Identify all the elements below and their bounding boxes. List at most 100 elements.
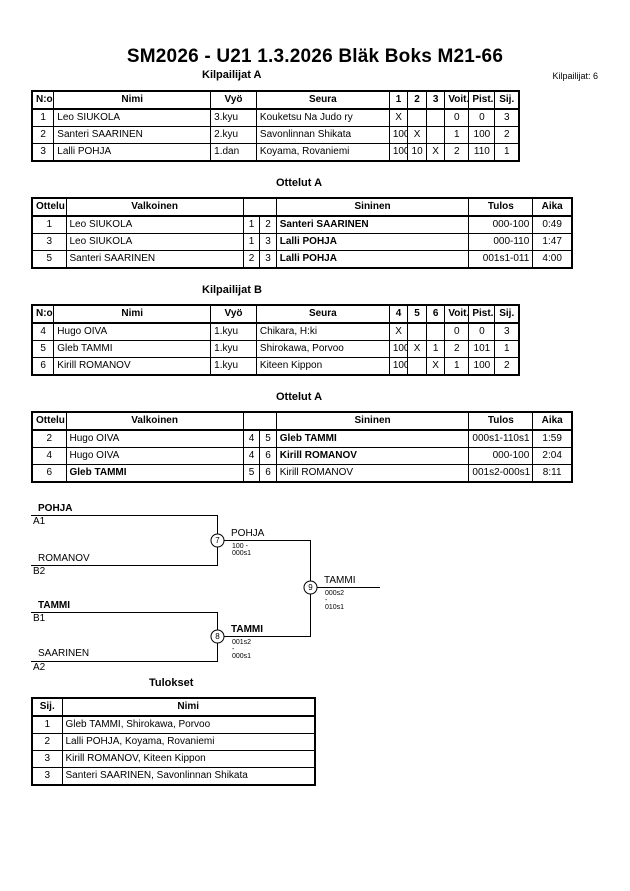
- final-score: 000s2 - 010s1: [325, 590, 345, 611]
- semi1-bottom-code: B2: [33, 566, 46, 577]
- match-time: 1:47: [532, 233, 573, 251]
- col-time: Aika: [532, 411, 573, 431]
- col-club: Seura: [255, 90, 390, 110]
- result-place: 3: [31, 767, 63, 786]
- white-competitor: Leo SIUKOLA: [65, 215, 244, 234]
- competitor-name: Santeri SAARINEN: [53, 126, 212, 144]
- semi1-top-name: POHJA: [38, 503, 73, 514]
- blue-number: 6: [259, 447, 277, 465]
- competitor-name: Leo SIUKOLA: [53, 108, 212, 127]
- col-points: Pist.: [468, 90, 496, 110]
- match-number: 4: [31, 447, 67, 465]
- pool-b-heading: Kilpailijat B: [202, 284, 262, 296]
- col-place: Sij.: [494, 304, 520, 324]
- competitor-belt: 1.dan: [210, 143, 257, 162]
- match-result: 001s1-011: [468, 250, 534, 269]
- round-1-score: 100: [388, 126, 409, 144]
- competitor-wins: 1: [444, 357, 470, 376]
- match-result: 001s2-000s1: [468, 464, 534, 483]
- white-competitor: Santeri SAARINEN: [65, 250, 244, 269]
- pool-a-heading: Kilpailijat A: [202, 69, 262, 81]
- col-name: Nimi: [53, 90, 212, 110]
- white-number: 2: [242, 250, 261, 269]
- col-match: Ottelu: [31, 411, 67, 431]
- competitor-name: Kirill ROMANOV: [53, 357, 212, 376]
- match-number: 6: [31, 464, 67, 483]
- round-2-score: X: [407, 340, 427, 358]
- blue-competitor: Gleb TAMMI: [275, 429, 470, 448]
- semi1-winner: POHJA: [231, 528, 265, 539]
- competitor-belt: 1.kyu: [210, 340, 257, 358]
- matches-b-heading: Ottelut A: [276, 391, 323, 403]
- competitor-number: 4: [31, 322, 55, 341]
- competitor-belt: 1.kyu: [210, 322, 257, 341]
- col-blue: Sininen: [275, 197, 470, 217]
- competitor-number: 6: [31, 357, 55, 376]
- match-time: 8:11: [532, 464, 573, 483]
- result-name: Santeri SAARINEN, Savonlinnan Shikata: [61, 767, 316, 786]
- competitor-place: 3: [494, 108, 520, 127]
- col-name: Nimi: [53, 304, 212, 324]
- col-r2: 5: [407, 304, 427, 324]
- match-time: 4:00: [532, 250, 573, 269]
- result-place: 2: [31, 733, 63, 751]
- result-name: Lalli POHJA, Koyama, Rovaniemi: [61, 733, 316, 751]
- col-no: N:o: [31, 90, 55, 110]
- col-no: N:o: [31, 304, 55, 324]
- col-place: Sij.: [494, 90, 520, 110]
- competitor-points: 110: [468, 143, 496, 162]
- match-number: 2: [31, 429, 67, 448]
- col-points: Pist.: [468, 304, 496, 324]
- competitor-points: 101: [468, 340, 496, 358]
- match-7-circle: [210, 533, 225, 548]
- round-3-score: 1: [425, 340, 446, 358]
- blue-number: 5: [259, 429, 277, 448]
- final-winner: TAMMI: [324, 575, 356, 586]
- col-wins: Voit.: [444, 304, 470, 324]
- competitor-club: Kouketsu Na Judo ry: [255, 108, 390, 127]
- competitor-club: Shirokawa, Porvoo: [255, 340, 390, 358]
- blue-competitor: Lalli POHJA: [275, 250, 470, 269]
- col-r1: 4: [388, 304, 409, 324]
- col-match: Ottelu: [31, 197, 67, 217]
- competitor-wins: 0: [444, 108, 470, 127]
- round-2-score: X: [407, 126, 427, 144]
- round-1-score: 100: [388, 340, 409, 358]
- col-result: Tulos: [468, 411, 534, 431]
- result-name: Kirill ROMANOV, Kiteen Kippon: [61, 750, 316, 768]
- col-time: Aika: [532, 197, 573, 217]
- competitor-place: 2: [494, 126, 520, 144]
- col-name: Nimi: [61, 697, 316, 717]
- round-1-score: X: [388, 322, 409, 341]
- blue-competitor: Kirill ROMANOV: [275, 447, 470, 465]
- results-heading: Tulokset: [149, 677, 194, 689]
- match-result: 000-100: [468, 447, 534, 465]
- semi1-top-code: A1: [33, 516, 46, 527]
- semi2-bottom-name: SAARINEN: [38, 648, 90, 659]
- pool-a-table: N:o Nimi Vyö Seura 1 2 3 Voit. Pist. Sij…: [31, 90, 520, 162]
- pool-b-table: N:o Nimi Vyö Seura 4 5 6 Voit. Pist. Sij…: [31, 304, 520, 376]
- competitor-belt: 1.kyu: [210, 357, 257, 376]
- competitor-number: 2: [31, 126, 55, 144]
- result-name: Gleb TAMMI, Shirokawa, Porvoo: [61, 715, 316, 734]
- competitor-club: Chikara, H:ki: [255, 322, 390, 341]
- white-number: 5: [242, 464, 261, 483]
- competitors-count: Kilpailijat: 6: [552, 71, 598, 81]
- match-result: 000s1-110s1: [468, 429, 534, 448]
- competitor-wins: 1: [444, 126, 470, 144]
- white-competitor: Leo SIUKOLA: [65, 233, 244, 251]
